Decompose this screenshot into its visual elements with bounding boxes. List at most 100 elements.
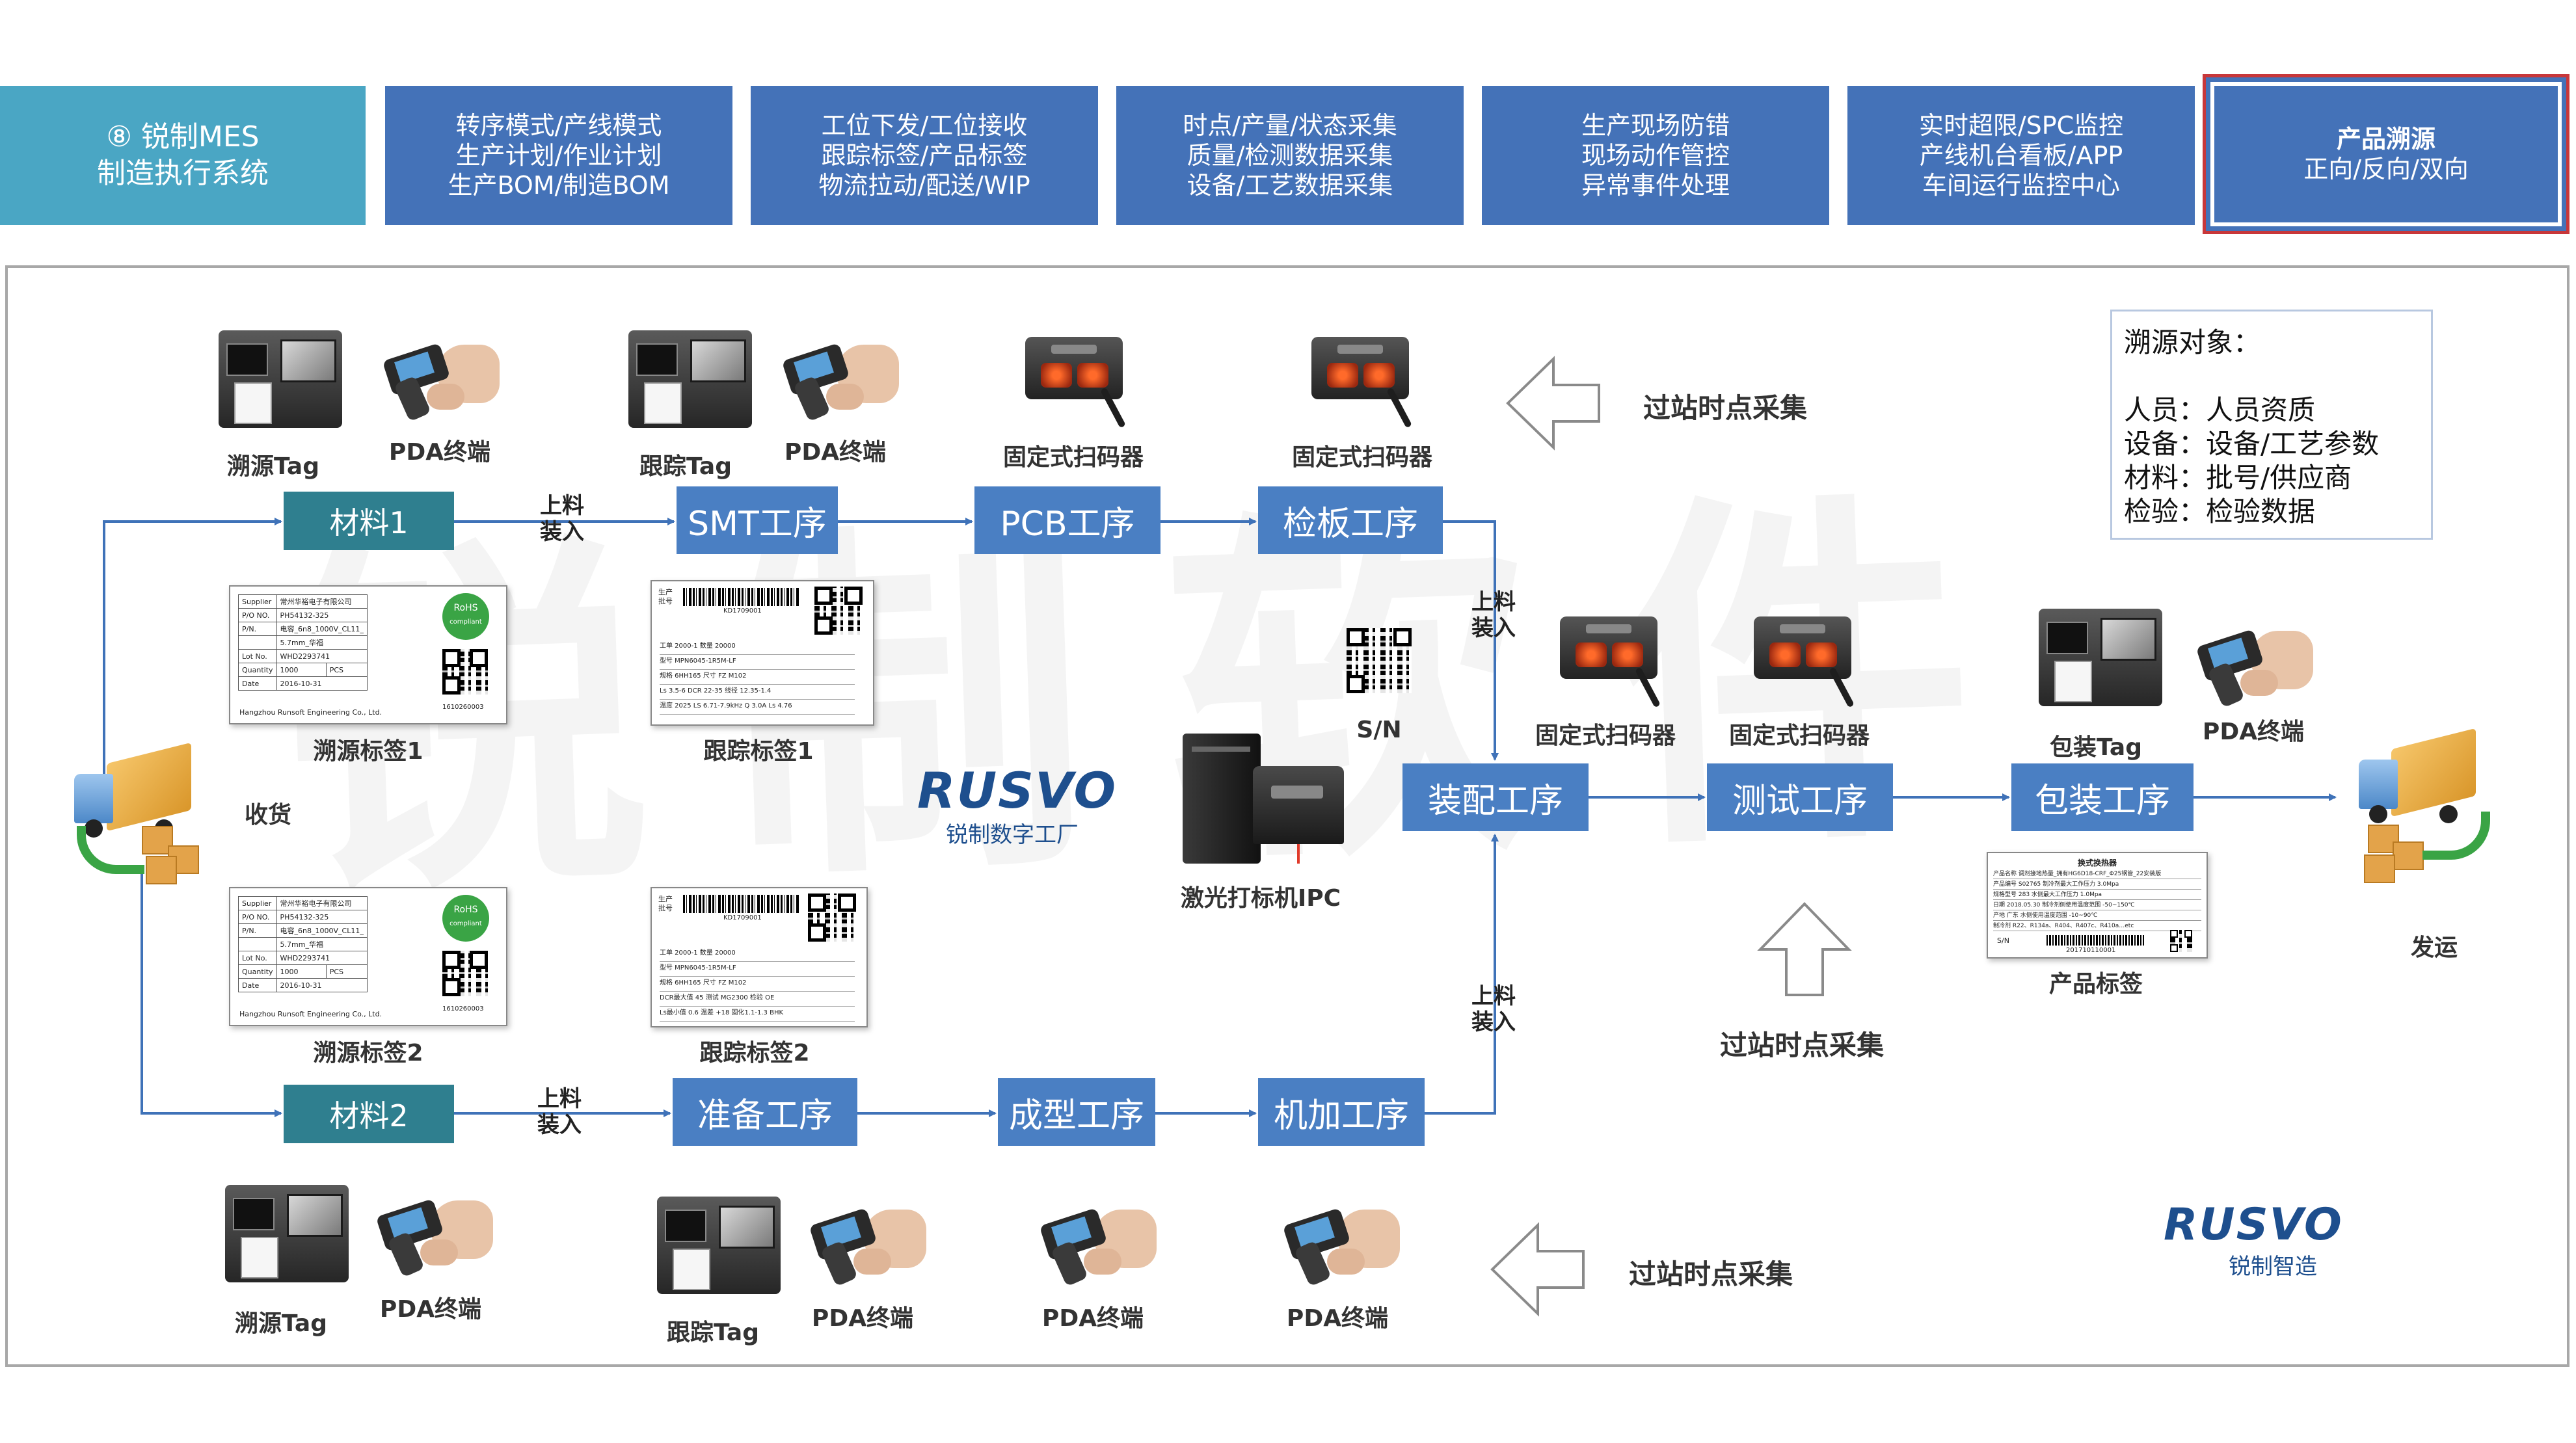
tab-mes-system[interactable]: ⑧ 锐制MES 制造执行系统 <box>0 86 366 225</box>
label-code: 1610260003 <box>442 1005 484 1013</box>
trace-objects-panel: 溯源对象： 人员：人员资质 设备：设备/工艺参数 材料：批号/供应商 检验：检验… <box>2110 310 2433 540</box>
load-in-line: 装入 <box>1471 1009 1516 1035</box>
pda-terminal-label: PDA终端 <box>1041 1305 1144 1332</box>
track-label-1-sheet: 生产批号 KD1709001 工单 2000-1 数量 20000 型号 MPN… <box>651 580 874 726</box>
tab-line: 生产BOM/制造BOM <box>448 171 670 200</box>
qr-code-icon <box>808 894 856 942</box>
trace-object-item: 检验：检验数据 <box>2124 496 2316 527</box>
label-side-line: 批号 <box>658 597 673 605</box>
barcode-icon <box>683 895 800 913</box>
test-process-box[interactable]: 测试工序 <box>1707 763 1893 831</box>
label-cell <box>238 937 277 951</box>
product-label-rows: 产品名称 调剂接地热量_拥有HG6D18-CRF_Φ25钢管_22安装版 产品编… <box>1993 869 2201 931</box>
track-tag-label: 跟踪Tag <box>639 453 732 480</box>
label-cell: Date <box>238 978 277 992</box>
label-row: 日期 2018.05.30 制冷剂侧使用温度范围 -50~150℃ <box>1993 900 2201 910</box>
station-collect-label: 过站时点采集 <box>1720 1029 1885 1061</box>
smt-process-box[interactable]: SMT工序 <box>677 486 838 554</box>
machining-process-box[interactable]: 机加工序 <box>1258 1078 1425 1146</box>
load-in-line: 上料 <box>540 493 584 519</box>
brand-mark: RUSVO <box>917 761 1118 819</box>
label-cell: Quantity <box>238 964 277 979</box>
barcode-icon <box>2046 935 2144 946</box>
label-cell: Lot No. <box>238 951 277 965</box>
label-row: Ls最小值 0.6 温差 +18 固化1.1-1.3 BHK <box>660 1007 855 1022</box>
material-1-box[interactable]: 材料1 <box>284 492 454 550</box>
printer-icon <box>628 330 752 428</box>
label-cell: 2016-10-31 <box>276 978 368 992</box>
laser-ipc-label: 激光打标机IPC <box>1180 885 1341 912</box>
label-side-line: 生产 <box>658 895 673 903</box>
label-cell: 5.7mm_华福 <box>276 937 368 951</box>
prep-process-box[interactable]: 准备工序 <box>673 1078 857 1146</box>
track-label-2-caption: 跟踪标签2 <box>699 1040 810 1066</box>
tab-line: 异常事件处理 <box>1581 171 1730 200</box>
label-cell: PCS <box>325 663 368 677</box>
label-cell: 2016-10-31 <box>276 676 368 691</box>
label-cell: P/N. <box>238 622 277 636</box>
trace-object-item: 设备：设备/工艺参数 <box>2124 428 2380 460</box>
pda-terminal-label: PDA终端 <box>388 439 491 466</box>
pda-terminal-icon <box>1032 1203 1157 1294</box>
label-cell: Lot No. <box>238 649 277 663</box>
label-row: 型号 MPN6045-1R5M-LF <box>660 655 855 670</box>
track-label-2-sheet: 生产批号 KD1709001 工单 2000-1 数量 20000 型号 MPN… <box>651 887 868 1027</box>
fixed-scanner-icon <box>1547 614 1670 711</box>
tab-line: 时点/产量/状态采集 <box>1183 111 1397 140</box>
serial-qr-code-icon <box>1347 628 1412 693</box>
tab-line: 跟踪标签/产品标签 <box>821 141 1028 170</box>
pda-terminal-label: PDA终端 <box>2202 719 2305 745</box>
tab-spc-monitoring[interactable]: 实时超限/SPC监控 产线机台看板/APP 车间运行监控中心 <box>1847 86 2195 225</box>
pack-process-box[interactable]: 包装工序 <box>2011 763 2194 831</box>
brand-sub: 锐制数字工厂 <box>946 822 1079 848</box>
printer-icon <box>225 1185 349 1282</box>
rusvo-factory-logo: RUSVO 锐制数字工厂 <box>917 765 1117 849</box>
laser-marking-ipc-icon <box>1183 734 1345 864</box>
rusvo-manufacture-logo: RUSVO 锐制智造 <box>2164 1202 2343 1280</box>
tab-data-collection[interactable]: 时点/产量/状态采集 质量/检测数据采集 设备/工艺数据采集 <box>1116 86 1464 225</box>
load-in-label: 上料 装入 <box>540 493 584 545</box>
label-row: 规格 6HH165 尺寸 FZ M102 <box>660 670 855 685</box>
label-row: DCR最大值 45 测试 MG2300 检验 OE <box>660 992 855 1007</box>
material-2-box[interactable]: 材料2 <box>284 1085 454 1143</box>
trace-tag-label: 溯源Tag <box>227 453 319 480</box>
label-cell: P/N. <box>238 923 277 938</box>
inspection-process-box[interactable]: 检板工序 <box>1258 486 1443 554</box>
label-cell: WHD2293741 <box>276 649 368 663</box>
tab-production-mode[interactable]: 转序模式/产线模式 生产计划/作业计划 生产BOM/制造BOM <box>385 86 732 225</box>
pda-terminal-label: PDA终端 <box>1286 1305 1389 1332</box>
rohs-badge: RoHS compliant <box>442 895 489 942</box>
label-cell: P/O NO. <box>238 608 277 622</box>
tab-line: 车间运行监控中心 <box>1922 171 2120 200</box>
tab-error-proofing[interactable]: 生产现场防错 现场动作管控 异常事件处理 <box>1482 86 1829 225</box>
fixed-scanner-label: 固定式扫码器 <box>1535 722 1676 749</box>
trace-label-1-caption: 溯源标签1 <box>313 738 423 765</box>
assembly-process-box[interactable]: 装配工序 <box>1402 763 1589 831</box>
pcb-process-box[interactable]: PCB工序 <box>974 486 1161 554</box>
label-row: 产品编号 S02765 制冷剂最大工作压力 3.0Mpa <box>1993 879 2201 890</box>
station-collect-label: 过站时点采集 <box>1629 1258 1793 1290</box>
forming-process-box[interactable]: 成型工序 <box>998 1078 1155 1146</box>
fixed-scanner-icon <box>1298 334 1422 432</box>
label-rows: 工单 2000-1 数量 20000 型号 MPN6045-1R5M-LF 规格… <box>660 947 855 1022</box>
fixed-scanner-icon <box>1012 334 1136 432</box>
load-in-line: 装入 <box>540 519 584 545</box>
label-row: 产品名称 调剂接地热量_拥有HG6D18-CRF_Φ25钢管_22安装版 <box>1993 869 2201 879</box>
load-in-line: 上料 <box>1471 983 1516 1009</box>
trace-tag-label: 溯源Tag <box>235 1310 327 1337</box>
label-cell <box>238 635 277 650</box>
track-label-1-caption: 跟踪标签1 <box>703 738 814 765</box>
tab-line: 制造执行系统 <box>97 157 269 190</box>
label-side: 生产批号 <box>658 895 673 913</box>
product-sn-value: 201710110001 <box>2066 947 2116 954</box>
label-cell: Quantity <box>238 663 277 677</box>
tab-product-traceability[interactable]: 产品溯源 正向/反向/双向 <box>2203 74 2569 234</box>
tab-station-dispatch[interactable]: 工位下发/工位接收 跟踪标签/产品标签 物流拉动/配送/WIP <box>751 86 1098 225</box>
label-cell: 1000 <box>276 964 327 979</box>
barcode-icon <box>683 588 800 606</box>
label-rows: 工单 2000-1 数量 20000 型号 MPN6045-1R5M-LF 规格… <box>660 640 855 715</box>
load-in-line: 装入 <box>537 1112 582 1138</box>
label-row: 工单 2000-1 数量 20000 <box>660 640 855 655</box>
